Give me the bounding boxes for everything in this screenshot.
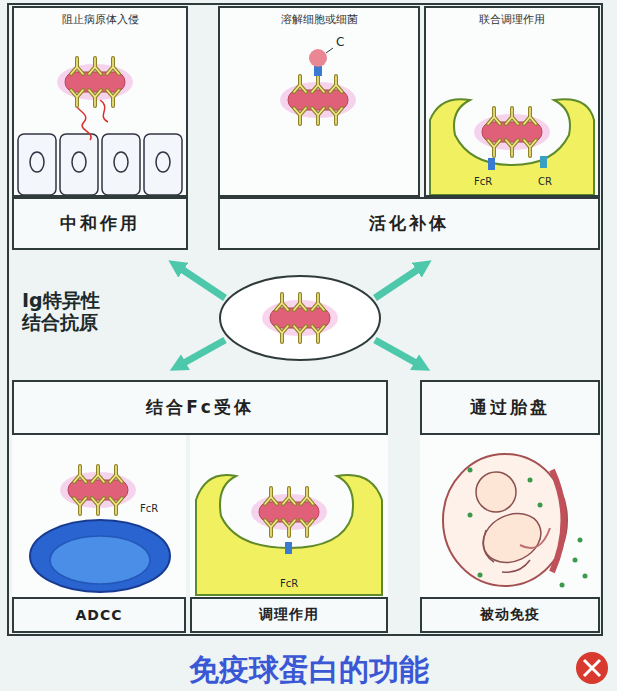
receptor-label: FcR bbox=[280, 578, 298, 590]
caption-box: 被动免疫 bbox=[420, 597, 600, 633]
complement-label: C bbox=[336, 36, 344, 50]
node-text: 中和作用 bbox=[60, 212, 140, 235]
function-box: 中和作用 bbox=[12, 197, 188, 250]
figure-panel: 阻止病原体入侵 bbox=[12, 6, 188, 197]
node-text: 溶解细胞或细菌 bbox=[281, 8, 358, 27]
logo bbox=[576, 652, 608, 684]
node-text: 联合调理作用 bbox=[479, 8, 545, 27]
caption-box: 调理作用 bbox=[190, 597, 388, 633]
node-text: ADCC bbox=[75, 607, 122, 623]
figure-panel: 溶解细胞或细菌 bbox=[218, 6, 420, 197]
node-text: 活化补体 bbox=[369, 212, 449, 235]
node-text: 阻止病原体入侵 bbox=[62, 8, 139, 27]
diagram-title: 免疫球蛋白的功能 bbox=[0, 653, 617, 686]
receptor-label: FcR bbox=[474, 176, 492, 188]
function-arrows bbox=[180, 268, 420, 364]
node-text: 通过胎盘 bbox=[470, 396, 550, 419]
neutralization-figure bbox=[18, 58, 182, 195]
function-box: 结合Fc受体 bbox=[12, 380, 388, 435]
node-text: 结合Fc受体 bbox=[146, 396, 254, 419]
adcc-figure bbox=[30, 466, 170, 592]
opsonization-figure bbox=[196, 475, 382, 595]
receptor-label: CR bbox=[538, 176, 552, 188]
function-box: 通过胎盘 bbox=[420, 380, 600, 435]
caption-box: ADCC bbox=[12, 597, 186, 633]
function-box: 活化补体 bbox=[218, 197, 600, 250]
figure-panel: 联合调理作用 bbox=[424, 6, 600, 197]
receptor-label: FcR bbox=[140, 503, 158, 515]
fetus-figure bbox=[443, 454, 588, 588]
panel-grounds bbox=[12, 6, 600, 597]
node-text: 被动免疫 bbox=[480, 606, 540, 624]
outer-frame bbox=[8, 4, 602, 635]
node-text: 调理作用 bbox=[259, 606, 319, 624]
complement-figure bbox=[280, 48, 356, 124]
phagocyte-figure bbox=[430, 99, 594, 195]
central-label: Ig特异性结合抗原 bbox=[22, 290, 108, 334]
antigen-antibody-ellipse bbox=[220, 276, 380, 360]
